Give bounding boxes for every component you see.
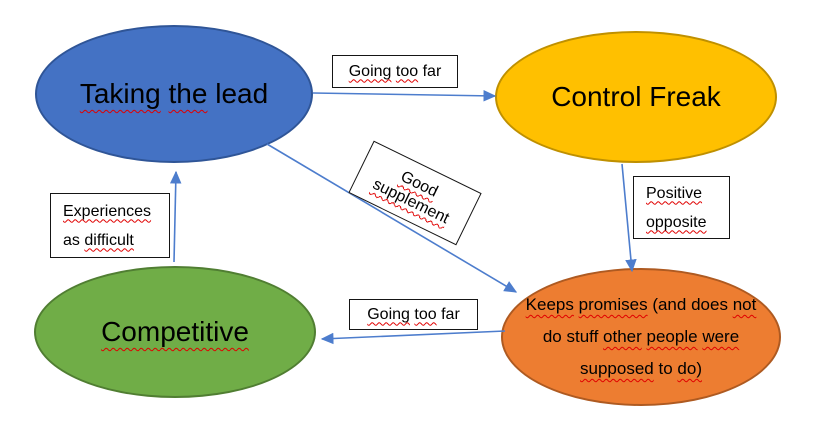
word: do)	[677, 359, 702, 378]
label-positive-opposite[interactable]: Positive opposite	[633, 176, 730, 239]
word: far	[441, 305, 460, 323]
arrow-control-to-keeps-promises[interactable]	[621, 163, 637, 273]
label-going-too-far-bottom[interactable]: Going too far	[349, 299, 478, 330]
node-keeps-promises-label: Keeps promises (and does not do stuff oth…	[503, 289, 779, 385]
word: stuff	[566, 327, 599, 346]
label-experiences-as-difficult[interactable]: Experiences as difficult	[50, 193, 170, 258]
word: Going	[348, 62, 392, 80]
word: supposed	[580, 359, 654, 378]
word: opposite	[646, 213, 707, 231]
word: (and	[652, 295, 687, 314]
label-going-too-far-top[interactable]: Going too far	[332, 55, 458, 88]
node-competitive[interactable]: Competitive	[34, 266, 316, 398]
word: Experiences	[63, 202, 152, 220]
word: do	[542, 327, 562, 346]
node-control-freak-label: Control Freak	[497, 80, 775, 114]
node-taking-the-lead-label: Taking the lead	[37, 77, 311, 111]
word: far	[422, 62, 442, 80]
word: were	[702, 327, 740, 346]
word: as	[63, 231, 80, 249]
word: too	[395, 62, 419, 80]
word: not	[732, 295, 757, 314]
word: other	[603, 327, 642, 346]
node-competitive-label: Competitive	[36, 315, 314, 349]
node-keeps-promises[interactable]: Keeps promises (and does not do stuff oth…	[501, 268, 781, 406]
word: Competitive	[101, 316, 249, 347]
word: too	[414, 305, 437, 323]
arrow-competitive-to-taking[interactable]	[169, 170, 182, 263]
word: Control	[551, 81, 642, 112]
word: the	[168, 78, 208, 109]
word: does	[691, 295, 728, 314]
word: to	[658, 359, 673, 378]
word: Going	[367, 305, 410, 323]
word: lead	[215, 78, 269, 109]
word: difficult	[84, 231, 134, 249]
word: people	[646, 327, 698, 346]
arrow-taking-to-control[interactable]	[312, 90, 497, 102]
word: Positive	[646, 184, 703, 202]
arrow-keeps-promises-to-competitive[interactable]	[320, 330, 506, 345]
word: Keeps	[525, 295, 574, 314]
word: promises	[578, 295, 648, 314]
node-control-freak[interactable]: Control Freak	[495, 31, 777, 163]
node-taking-the-lead[interactable]: Taking the lead	[35, 25, 313, 163]
word: Freak	[649, 81, 721, 112]
word: Taking	[79, 78, 161, 109]
